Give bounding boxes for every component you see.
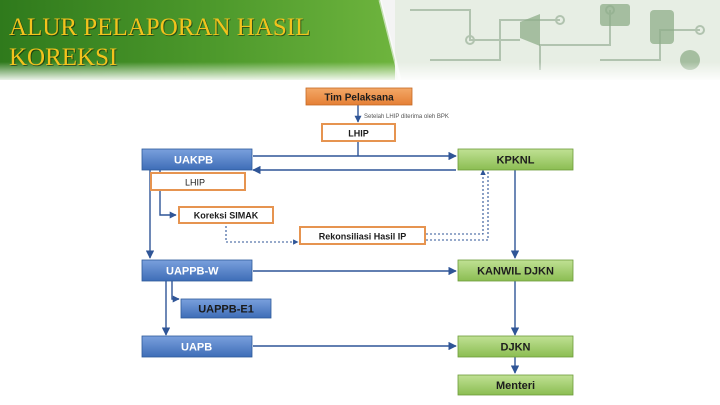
connectors [145,104,520,374]
box-lhip-mid: LHIP [150,172,246,191]
djkn-label: DJKN [501,342,531,354]
banner-background [0,0,720,80]
box-uappb-e1: UAPPB-E1 [180,298,272,319]
uapb-label: UAPB [181,342,212,354]
uappb-w-label: UAPPB-W [166,266,219,278]
box-uappb-w: UAPPB-W [141,259,253,282]
dotted-connectors [225,169,489,245]
box-uapb: UAPB [141,335,253,358]
lhip-top-label: LHIP [348,129,369,139]
box-lhip-top: LHIP [321,123,396,142]
uakpb-label: UAKPB [174,155,213,167]
slide-title: ALUR PELAPORAN HASIL KOREKSI [9,14,311,71]
circuit-decoration [410,5,705,70]
box-djkn: DJKN [457,335,574,358]
kpknl-label: KPKNL [497,155,535,167]
box-kpknl: KPKNL [457,148,574,171]
dotted-rekon-to-kpknl [426,169,486,235]
box-tim-pelaksana: Tim Pelaksana [305,87,413,106]
dotted-rekon-to-kpknl-2 [426,170,489,241]
box-menteri: Menteri [457,374,574,396]
tim-pelaksana-label: Tim Pelaksana [324,93,394,104]
header-banner: ALUR PELAPORAN HASIL KOREKSI [0,0,720,80]
box-koreksi-simak: Koreksi SIMAK [178,206,274,224]
box-rekonsiliasi: Rekonsiliasi Hasil IP [299,226,426,245]
uappb-e1-label: UAPPB-E1 [198,304,254,316]
banner-green-panel [0,0,400,80]
rekonsiliasi-label: Rekonsiliasi Hasil IP [319,232,407,242]
arrow-to-uappbe1 [171,281,180,303]
koreksi-simak-label: Koreksi SIMAK [194,211,259,221]
box-kanwil-djkn: KANWIL DJKN [457,259,574,282]
menteri-label: Menteri [496,380,535,392]
dotted-koreksi-to-rekon [225,222,299,245]
lhip-mid-label: LHIP [185,178,205,188]
note-text: Setelah LHIP diterima oleh BPK [364,114,449,120]
kanwil-djkn-label: KANWIL DJKN [477,266,554,278]
box-uakpb: UAKPB [141,148,253,171]
